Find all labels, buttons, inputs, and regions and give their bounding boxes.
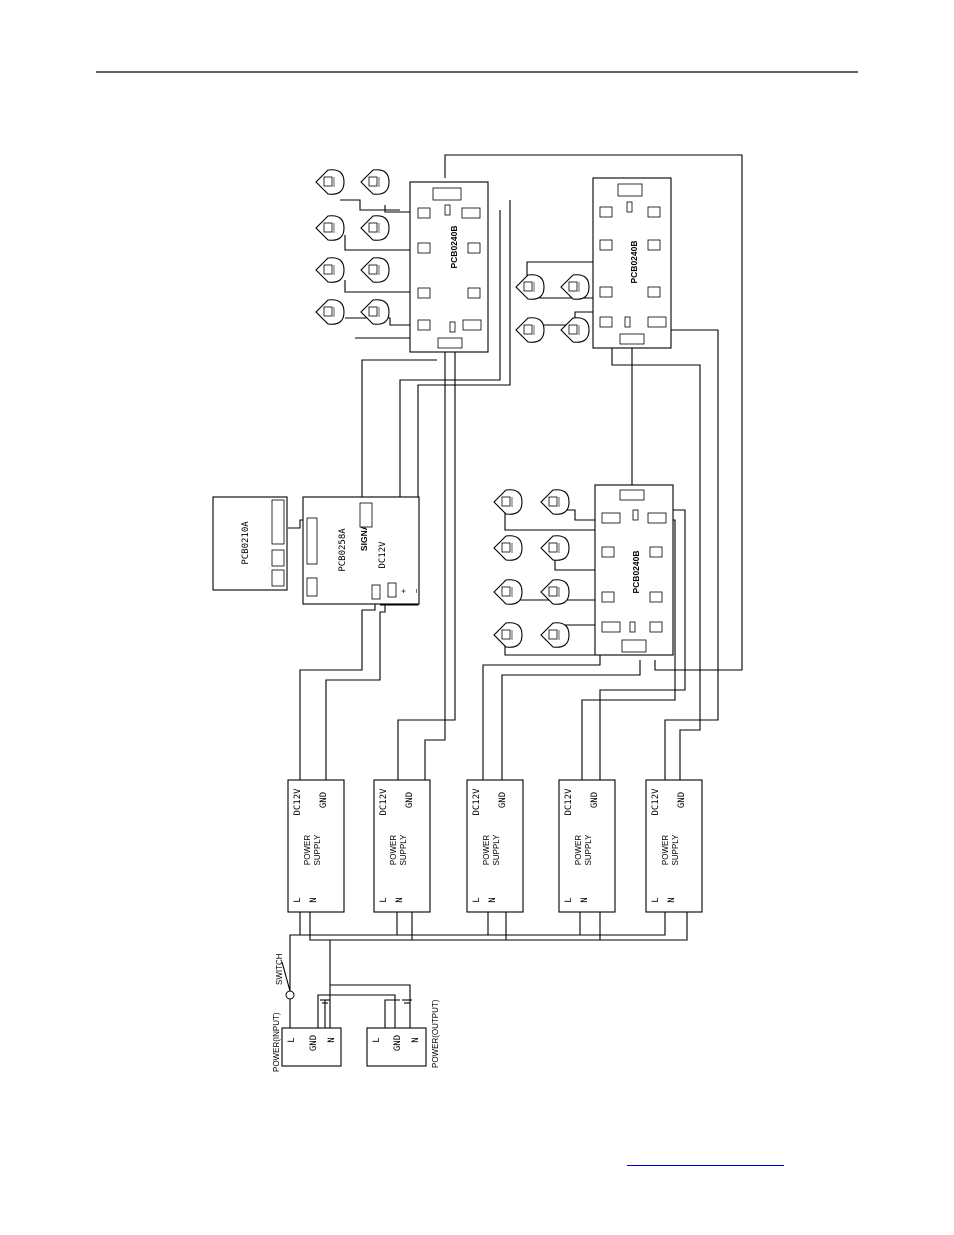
switch: SWITCH — [275, 953, 294, 999]
supply-gnd-label: GND — [498, 792, 508, 808]
pcb0240b-lower-label: PCB0240B — [631, 551, 641, 594]
supply-supply-label: SUPPLY — [399, 834, 408, 866]
pcb0240b-board-lower: PCB0240B — [595, 485, 673, 655]
supply-n-label: N — [395, 897, 405, 902]
minus-sign: − — [412, 588, 421, 593]
supply-supply-label: SUPPLY — [671, 834, 680, 866]
supply-l-label: L — [651, 897, 661, 902]
supply-gnd-label: GND — [319, 792, 329, 808]
led-module — [541, 580, 569, 605]
led-module — [316, 258, 344, 283]
pcb0240b-right-label: PCB0240B — [629, 241, 639, 284]
supply-supply-label: SUPPLY — [313, 834, 322, 866]
supply-l-label: L — [472, 897, 482, 902]
supply-supply-label: SUPPLY — [584, 834, 593, 866]
supply-n-label: N — [580, 897, 590, 902]
supply-l-label: L — [379, 897, 389, 902]
pcb0240b-top-label: PCB0240B — [449, 226, 459, 269]
led-module — [494, 490, 522, 515]
led-module — [516, 318, 544, 343]
supply-power-label: POWER — [389, 835, 398, 865]
supply-gnd-label: GND — [590, 792, 600, 808]
input-gnd: GND — [309, 1035, 319, 1051]
supply-dc12v-label: DC12V — [472, 788, 482, 816]
supply-power-label: POWER — [661, 835, 670, 865]
supply-dc12v-label: DC12V — [651, 788, 661, 816]
led-module — [361, 258, 389, 283]
led-module — [316, 170, 344, 195]
supply-dc12v-label: DC12V — [564, 788, 574, 816]
supply-gnd-label: GND — [677, 792, 687, 808]
supply-power-label: POWER — [574, 835, 583, 865]
led-module — [516, 275, 544, 300]
pcb0240b-board-right: PCB0240B — [593, 178, 671, 348]
input-n: N — [327, 1037, 337, 1042]
output-label: POWER(OUTPUT) — [431, 999, 440, 1068]
led-module — [361, 300, 389, 325]
supply-dc12v-label: DC12V — [379, 788, 389, 816]
supply-dc12v-label: DC12V — [293, 788, 303, 816]
output-gnd: GND — [393, 1035, 403, 1051]
led-module — [494, 623, 522, 648]
plus-sign: + — [399, 588, 408, 593]
supply-n-label: N — [667, 897, 677, 902]
pcb0210a-board: PCB0210A — [213, 497, 287, 590]
dc12v-label: DC12V — [378, 541, 388, 569]
led-module — [361, 170, 389, 195]
led-module — [361, 216, 389, 241]
pcb0258a-board: PCB0258A SIGNAL DC12V + − — [303, 497, 421, 604]
led-module — [561, 275, 589, 300]
pcb0210a-label: PCB0210A — [241, 521, 251, 565]
supply-n-label: N — [309, 897, 319, 902]
supply-l-label: L — [293, 897, 303, 902]
led-module — [561, 318, 589, 343]
led-module — [494, 536, 522, 561]
output-l: L — [372, 1037, 382, 1042]
pcb0258a-label: PCB0258A — [338, 528, 348, 572]
supply-l-label: L — [564, 897, 574, 902]
input-label: POWER(INPUT) — [272, 1012, 281, 1072]
supply-n-label: N — [488, 897, 498, 902]
switch-label: SWITCH — [275, 953, 284, 985]
led-module — [541, 490, 569, 515]
led-module — [541, 623, 569, 648]
output-n: N — [411, 1037, 421, 1042]
led-module — [316, 216, 344, 241]
supply-supply-label: SUPPLY — [492, 834, 501, 866]
input-l: L — [287, 1037, 297, 1042]
led-module — [316, 300, 344, 325]
led-module — [541, 536, 569, 561]
led-module — [494, 580, 522, 605]
power-output: L GND N POWER(OUTPUT) — [367, 999, 440, 1068]
supply-power-label: POWER — [482, 835, 491, 865]
pcb0240b-board-top: PCB0240B — [410, 182, 488, 352]
power-input: L GND N POWER(INPUT) — [272, 1000, 341, 1072]
supply-gnd-label: GND — [405, 792, 415, 808]
supply-power-label: POWER — [303, 835, 312, 865]
